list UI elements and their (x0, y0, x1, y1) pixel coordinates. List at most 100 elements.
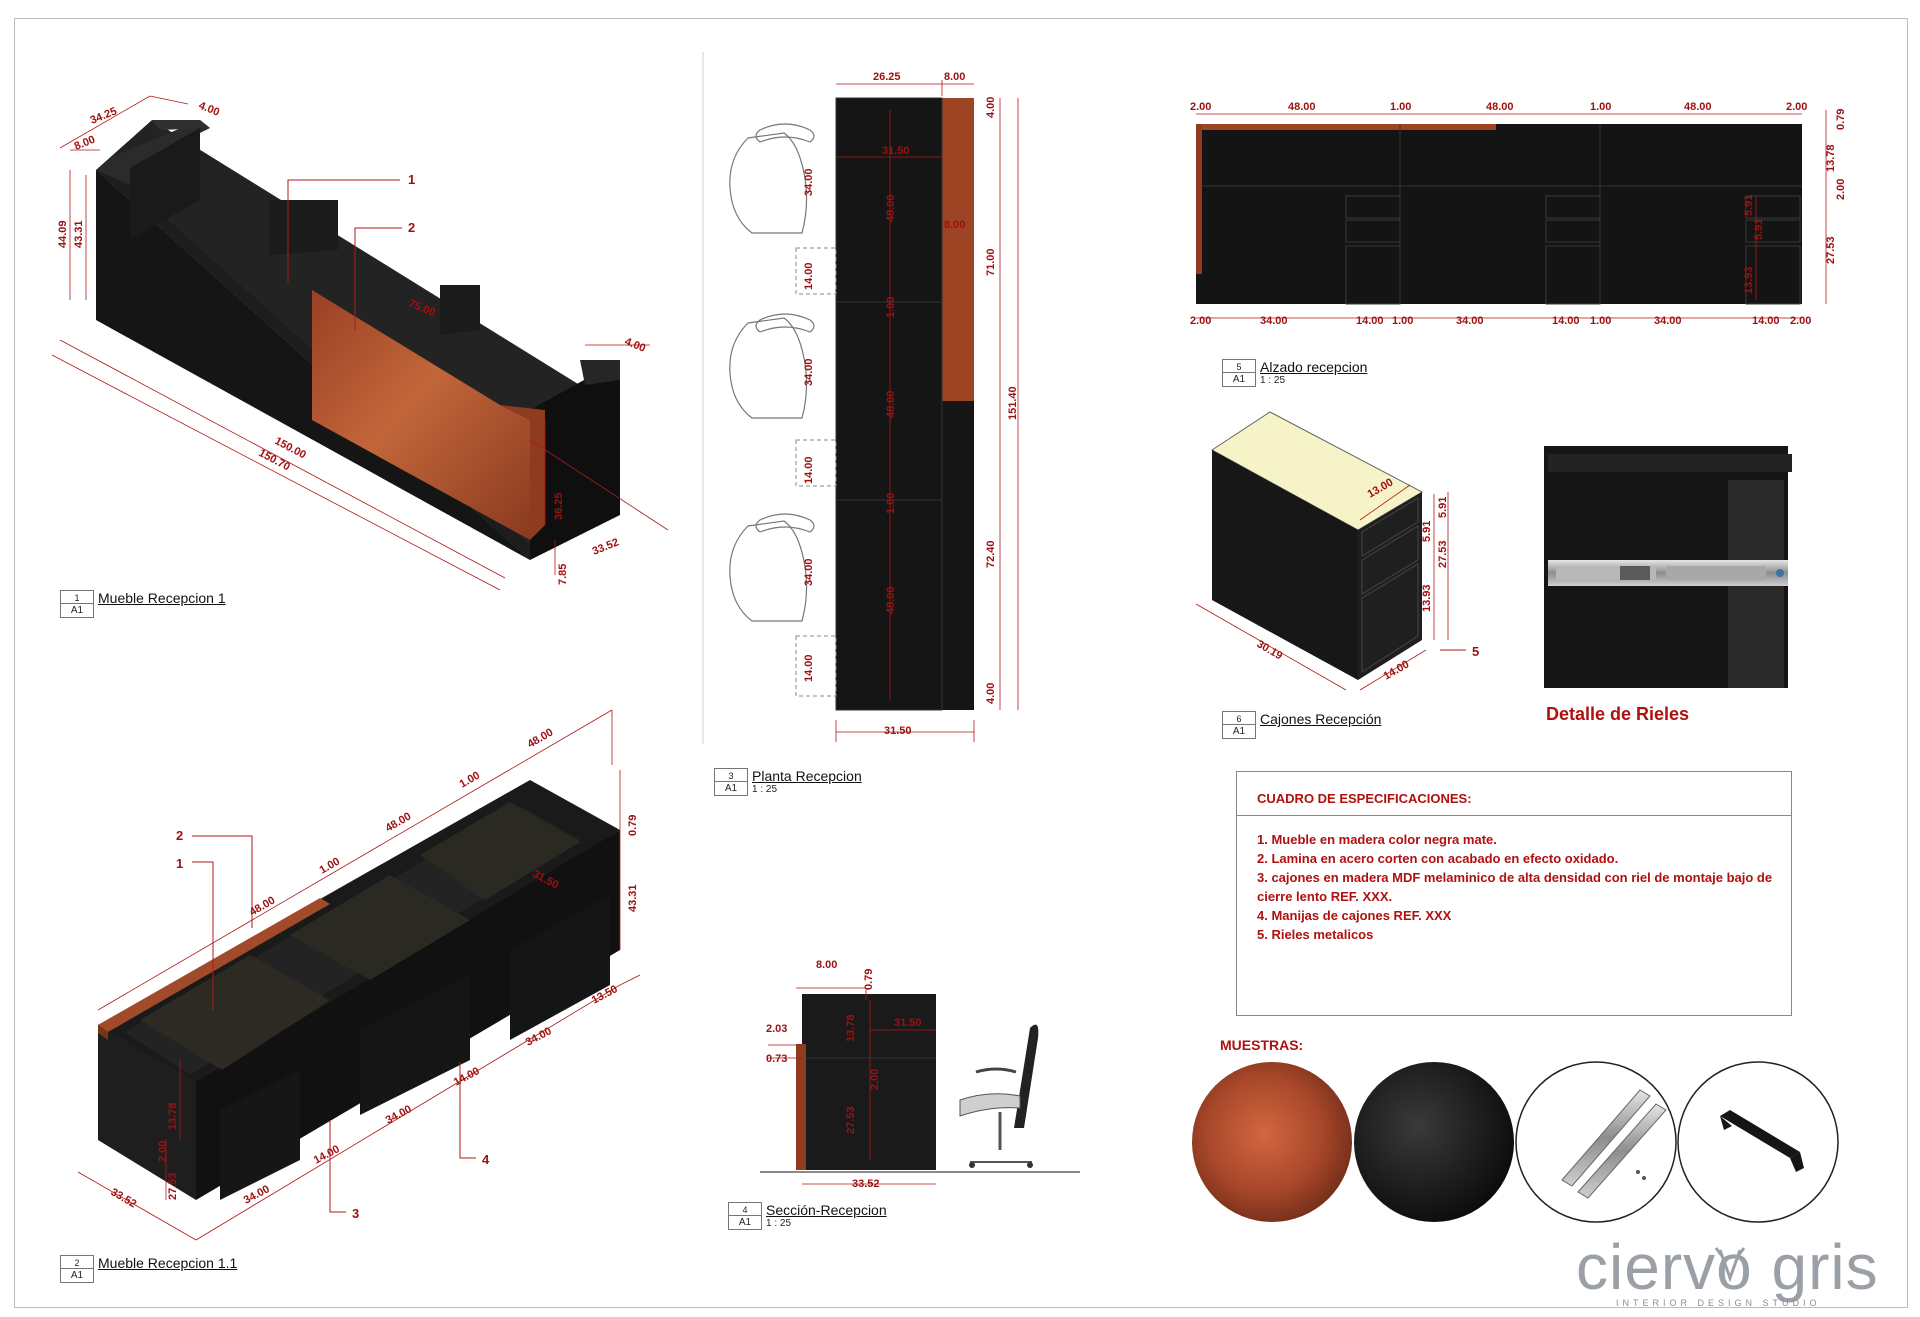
spec-header: CUADRO DE ESPECIFICACIONES: (1237, 772, 1791, 816)
dim-label: 1.00 (885, 493, 897, 514)
dim-label: 13.93 (1421, 584, 1433, 612)
callout-number: 2 (176, 828, 183, 843)
dim-label: 34.25 (89, 105, 119, 126)
elevation-dim-labels: 2.00 48.00 1.00 48.00 1.00 48.00 2.00 2.… (1190, 101, 1847, 327)
spec-item: 1. Mueble en madera color negra mate. (1257, 832, 1497, 847)
spec-item: 3. cajones en madera MDF melaminico de a… (1257, 870, 1773, 904)
dim-label: 2.00 (1786, 101, 1807, 113)
detail-title: Detalle de Rieles (1546, 704, 1690, 724)
dim-label: 34.00 (1260, 315, 1288, 327)
drawer-unit-view (1211, 411, 1424, 680)
plan-dim-labels: 26.25 8.00 31.50 8.00 34.00 34.00 34.00 … (803, 71, 1019, 737)
dim-label: 14.00 (312, 1143, 342, 1167)
plan-dimension-lines (835, 80, 1019, 742)
view-name: Cajones Recepción (1260, 711, 1382, 727)
dim-label: 27.53 (1437, 540, 1449, 568)
spec-item: 4. Manijas de cajones REF. XXX (1257, 908, 1452, 923)
dim-label: 48.00 (526, 726, 556, 750)
dim-label: 48.00 (1486, 101, 1514, 113)
view-number: 2 (60, 1255, 94, 1269)
dim-label: 2.00 (1190, 101, 1211, 113)
dim-label: 48.00 (885, 194, 897, 222)
dim-label: 72.40 (985, 540, 997, 568)
dim-label: 1.00 (1392, 315, 1413, 327)
black-wood-sample (1354, 1062, 1514, 1222)
dim-label: 34.00 (1456, 315, 1484, 327)
dim-label: 5.91 (1753, 219, 1765, 240)
spec-heading: CUADRO DE ESPECIFICACIONES: (1257, 791, 1472, 806)
iso1-dimension-lines (51, 95, 669, 591)
spec-item: 5. Rieles metalicos (1257, 927, 1374, 942)
dim-label: 13.78 (1825, 144, 1837, 172)
dim-label: 5.91 (1421, 521, 1433, 542)
dim-label: 8.00 (816, 959, 837, 971)
dim-label: 1.00 (318, 855, 343, 876)
dim-label: 27.53 (1825, 236, 1837, 264)
dim-label: 33.52 (852, 1178, 880, 1190)
dim-label: 26.25 (873, 71, 901, 83)
dim-label: 0.79 (1835, 109, 1847, 130)
dim-label: 14.00 (1356, 315, 1384, 327)
dim-label: 31.50 (894, 1017, 922, 1029)
sheet-border (14, 18, 1908, 1308)
view-name: Planta Recepcion (752, 768, 862, 784)
dim-label: 27.53 (167, 1172, 179, 1200)
callout-number: 3 (352, 1206, 359, 1221)
dim-label: 43.31 (73, 220, 85, 248)
dim-label: 34.00 (803, 558, 815, 586)
view-number: 3 (714, 768, 748, 782)
section-dimension-lines (768, 987, 936, 1185)
view-sheet: A1 (1222, 373, 1256, 387)
chair-icon (729, 123, 815, 622)
corten-sample (1192, 1062, 1352, 1222)
dim-label: 14.00 (803, 262, 815, 290)
rail-detail-image (1544, 446, 1792, 688)
dim-label: 2.00 (1790, 315, 1811, 327)
dim-label: 5.91 (1437, 497, 1449, 518)
dim-label: 34.00 (1654, 315, 1682, 327)
dim-label: 71.00 (985, 248, 997, 276)
elevation-view (1196, 124, 1802, 305)
spec-item: 2. Lamina en acero corten con acabado en… (1257, 851, 1619, 866)
dim-label: 7.85 (557, 564, 569, 585)
dim-label: 34.00 (803, 168, 815, 196)
dim-label: 14.00 (803, 654, 815, 682)
brand-tagline: INTERIOR DESIGN STUDIO (1616, 1298, 1821, 1308)
dim-label: 4.00 (985, 97, 997, 118)
dim-label: 14.00 (803, 456, 815, 484)
sample-swatches (1192, 1061, 1839, 1223)
dim-label: 48.00 (1684, 101, 1712, 113)
section-view (760, 994, 1080, 1173)
dim-label: 1.00 (1590, 315, 1611, 327)
view-number: 1 (60, 590, 94, 604)
dim-label: 13.78 (845, 1014, 857, 1042)
view-sheet: A1 (60, 1269, 94, 1283)
dim-label: 33.52 (109, 1186, 139, 1210)
dim-label: 31.50 (882, 145, 910, 157)
dim-label: 34.00 (384, 1103, 414, 1127)
view-name: Mueble Recepcion 1 (98, 590, 226, 606)
callout-number: 1 (176, 856, 183, 871)
dim-label: 0.79 (627, 815, 639, 836)
dim-label: 0.73 (766, 1053, 787, 1065)
office-chair-icon (959, 1024, 1039, 1168)
view-sheet: A1 (1222, 725, 1256, 739)
view-sheet: A1 (728, 1216, 762, 1230)
view-scale: 1 : 25 (766, 1218, 792, 1229)
rail-icon (1561, 1089, 1667, 1199)
callout-number: 5 (1472, 644, 1479, 659)
dim-label: 1.00 (1390, 101, 1411, 113)
iso2-dimension-lines (77, 709, 641, 1241)
handle-icon (1720, 1110, 1804, 1172)
dim-label: 14.00 (1552, 315, 1580, 327)
iso-view-1 (96, 120, 620, 560)
dim-label: 4.00 (623, 336, 647, 355)
view-number: 5 (1222, 359, 1256, 373)
dim-label: 1.00 (885, 297, 897, 318)
section-dim-labels: 8.00 0.79 2.03 13.78 31.50 0.73 2.00 27.… (766, 959, 922, 1190)
view-number: 6 (1222, 711, 1256, 725)
dim-label: 48.00 (1288, 101, 1316, 113)
dim-label: 5.91 (1743, 195, 1755, 216)
dim-label: 1.00 (458, 769, 483, 790)
